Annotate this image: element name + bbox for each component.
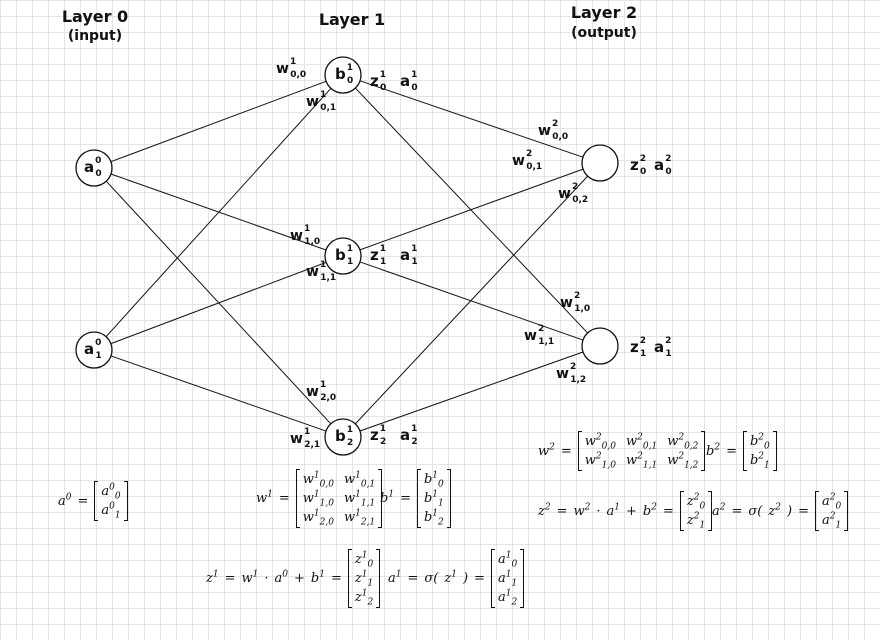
edge-b1_0-out1 [355, 87, 588, 334]
node-out0 [581, 144, 619, 182]
edge-b1_1-out0 [359, 168, 584, 251]
edge-b1_2-out0 [354, 175, 589, 425]
edge-a0_0-b1_0 [110, 80, 327, 163]
labels: Layer 0 (input) Layer 1 Layer 2 (output)… [62, 3, 672, 450]
layer2-title: Layer 2 [571, 3, 637, 22]
edge-a0_1-b1_1 [110, 261, 327, 345]
layer0-title: Layer 0 [62, 7, 128, 26]
node-b1_1 [324, 237, 362, 275]
node-a0_0 [75, 149, 113, 187]
edge-a0_1-b1_2 [110, 355, 327, 432]
edge-b1_1-out1 [359, 261, 584, 341]
node-out1 [581, 327, 619, 365]
edge-b1_2-out1 [359, 351, 584, 432]
node-b1_2 [324, 418, 362, 456]
edges [105, 80, 589, 432]
layer2-subtitle: (output) [571, 25, 637, 41]
edge-b1_0-out0 [359, 80, 584, 158]
node-a0_1 [75, 331, 113, 369]
layer1-title: Layer 1 [319, 10, 385, 29]
layer0-subtitle: (input) [68, 28, 122, 44]
edge-a0_1-b1_0 [105, 88, 332, 337]
node-b1_0 [324, 56, 362, 94]
nodes [75, 56, 619, 456]
